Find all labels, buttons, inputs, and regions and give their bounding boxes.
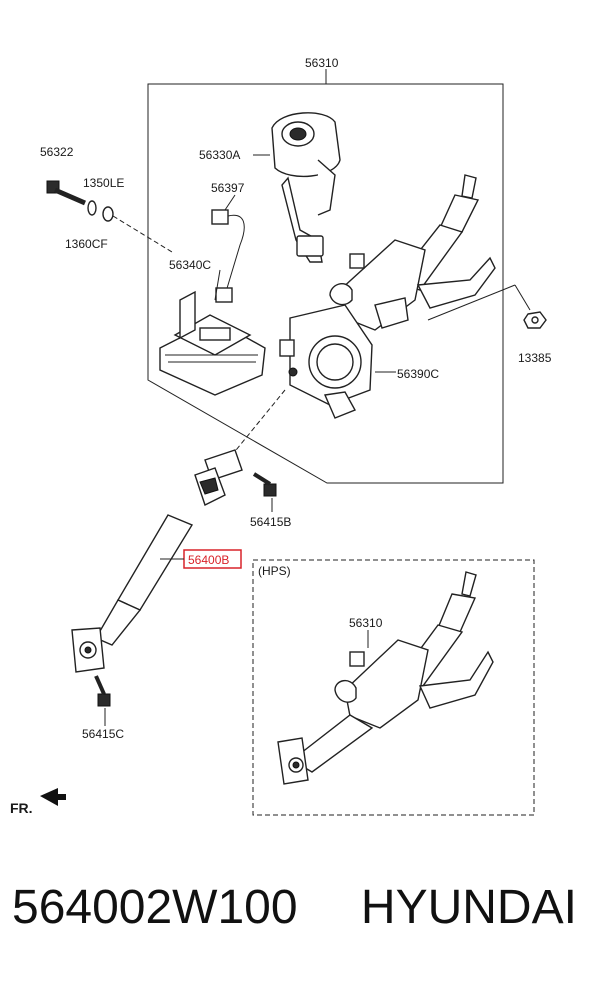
hps-box [252, 559, 535, 816]
brand-name: HYUNDAI [360, 881, 577, 934]
nut-icon [523, 311, 547, 329]
label-front: FR. [10, 800, 33, 816]
label-bolt-low: 56415C [82, 727, 124, 741]
motor-icon [271, 112, 341, 263]
label-washer-b: 1360CF [65, 237, 108, 251]
label-connector: 56397 [211, 181, 245, 195]
label-hps-column: 56310 [349, 616, 383, 630]
column-body-icon [329, 174, 496, 331]
bolt-icon [46, 180, 114, 222]
label-ecu: 56340C [169, 258, 211, 272]
label-nut: 13385 [518, 351, 552, 365]
label-shaft: 56400B [188, 553, 229, 567]
footer: 564002W100 HYUNDAI [12, 880, 592, 950]
ecu-icon [159, 290, 266, 396]
assembly-outline [147, 83, 504, 484]
label-housing: 56390C [397, 367, 439, 381]
connector-icon [211, 209, 245, 303]
label-washer: 1350LE [83, 176, 124, 190]
label-bolt-mid: 56415B [250, 515, 291, 529]
intermediate-shaft-icon [71, 449, 243, 673]
label-bolt: 56322 [40, 145, 74, 159]
hps-column-icon [277, 571, 494, 785]
bolt-mid-icon [252, 472, 277, 497]
bolt-low-icon [94, 675, 111, 707]
label-motor: 56330A [199, 148, 240, 162]
label-assembly-top: 56310 [305, 56, 339, 70]
part-number: 564002W100 [12, 881, 298, 934]
front-arrow-icon [40, 788, 66, 806]
housing-icon [279, 304, 373, 419]
label-hps-title: (HPS) [258, 564, 291, 578]
